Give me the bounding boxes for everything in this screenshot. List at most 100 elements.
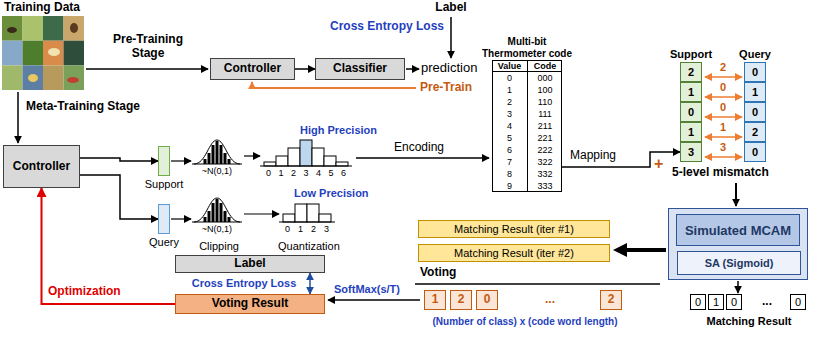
edge-label: Cross Entropy Loss: [188, 277, 300, 290]
bar: [319, 214, 331, 222]
image-tile: [2, 65, 23, 90]
bar: [312, 148, 324, 166]
voting-line: [415, 283, 660, 285]
mismatch-arrow: [705, 136, 742, 138]
mismatch-arrow: [705, 156, 742, 158]
image-tile: [64, 16, 85, 41]
image-detail: [7, 27, 17, 33]
match-cell: 0: [726, 294, 742, 310]
support-vector: Support: [158, 146, 170, 176]
mismatch-label: 5-level mismatch: [672, 166, 769, 180]
result-box: Matching Result (iter #1): [418, 220, 610, 238]
table-cell: 1: [492, 84, 527, 96]
flow-arrow: [171, 160, 191, 161]
image-tile: [43, 41, 64, 66]
distribution-label: ~N(0,1): [190, 166, 244, 176]
mismatch-value: 0: [711, 101, 735, 114]
table-cell: 332: [527, 168, 562, 180]
mismatch-value: 1: [711, 121, 735, 134]
training-images: [2, 16, 84, 90]
node-text: Multi-bit Thermometer code: [477, 36, 577, 59]
distribution-label: ~N(0,1): [190, 224, 244, 234]
node-text: Controller: [224, 62, 281, 76]
mcam-output-arrow: [737, 281, 739, 293]
gaussian: [192, 198, 242, 222]
mismatch-value: 2: [711, 61, 735, 74]
query-vector: Query: [158, 204, 170, 234]
edge-label: Mapping: [570, 149, 616, 163]
image-detail: [67, 77, 79, 83]
table-cell: 7: [492, 156, 527, 168]
node-text: Label: [234, 257, 265, 271]
label-arrow: [450, 17, 452, 58]
node-text: Matching Result (iter #1): [454, 223, 574, 236]
image-tile: [64, 41, 85, 66]
bar: [208, 211, 211, 222]
step-label: Clipping: [190, 240, 248, 253]
vector-cell: 2: [680, 62, 702, 82]
bar: [212, 145, 215, 164]
meta-arrow: [17, 92, 19, 143]
vector-cell: 0: [744, 142, 766, 162]
axis-ticks: 0 1 2 3: [285, 224, 329, 234]
flow-arrow: [244, 155, 260, 156]
axis: [279, 221, 335, 222]
table-cell: 0: [492, 72, 527, 84]
loss-label: Cross Entropy Loss: [314, 20, 444, 34]
bell-curve: [194, 198, 240, 222]
caption-text: Training Data: [4, 1, 80, 15]
bar: [220, 145, 223, 164]
stage-label: Meta-Training Stage: [26, 100, 140, 114]
node-text: Classifier: [333, 62, 387, 76]
match-cell: ...: [746, 294, 788, 310]
node-text: Query: [149, 236, 179, 249]
pretrain-arrow: [86, 68, 208, 70]
pretrain-feedback: [252, 82, 416, 88]
bar: [288, 148, 300, 166]
mcam-input-arrow: [735, 183, 737, 206]
mismatch-arrow: [705, 76, 742, 78]
softmax-arrow: [328, 299, 420, 301]
vector-cell: 2: [744, 122, 766, 142]
function-label: SoftMax(s/T): [334, 283, 400, 296]
mismatch-arrows: [705, 77, 742, 157]
node-text: Voting Result: [212, 297, 288, 311]
bar: [204, 159, 207, 164]
node-text: Simulated MCAM: [676, 214, 800, 246]
vector-cell: 1: [680, 82, 702, 102]
image-tile: [64, 65, 85, 90]
bar: [276, 156, 288, 166]
encoding-arrow: [356, 157, 489, 159]
axis-ticks: 0 1 2 3 4 5 6: [266, 168, 346, 178]
bar: [295, 204, 307, 222]
table-cell: 322: [527, 156, 562, 168]
label-box: Label: [175, 255, 325, 273]
vector-cell: 1: [744, 82, 766, 102]
precision-label: High Precision: [300, 124, 377, 137]
image-detail: [48, 48, 60, 56]
mismatch-value: 0: [711, 81, 735, 94]
step-label: Voting: [420, 266, 456, 280]
node-text: Support: [670, 48, 712, 61]
bar: [216, 199, 219, 222]
feedback-label: Pre-Train: [420, 81, 472, 95]
match-cell: 0: [790, 294, 806, 310]
node-text: Support: [145, 178, 184, 191]
vote-cell: 1: [424, 290, 446, 310]
bar: [216, 141, 219, 164]
vector-cell: 3: [680, 142, 702, 162]
process-box: Controller: [210, 58, 295, 80]
voting-box: Voting Result: [175, 294, 325, 314]
table-cell: 8: [492, 168, 527, 180]
result-box: Matching Result (iter #2): [418, 244, 610, 262]
histogram-low: [279, 204, 335, 222]
bar: [300, 140, 312, 166]
histogram-high: [260, 140, 352, 166]
process-box: Classifier: [315, 58, 405, 80]
bar: [204, 217, 207, 222]
mcam-block: Simulated MCAMSA (Sigmoid): [668, 208, 808, 280]
connector: [295, 68, 315, 70]
flow-arrow: [244, 213, 279, 214]
image-tile: [2, 41, 23, 66]
